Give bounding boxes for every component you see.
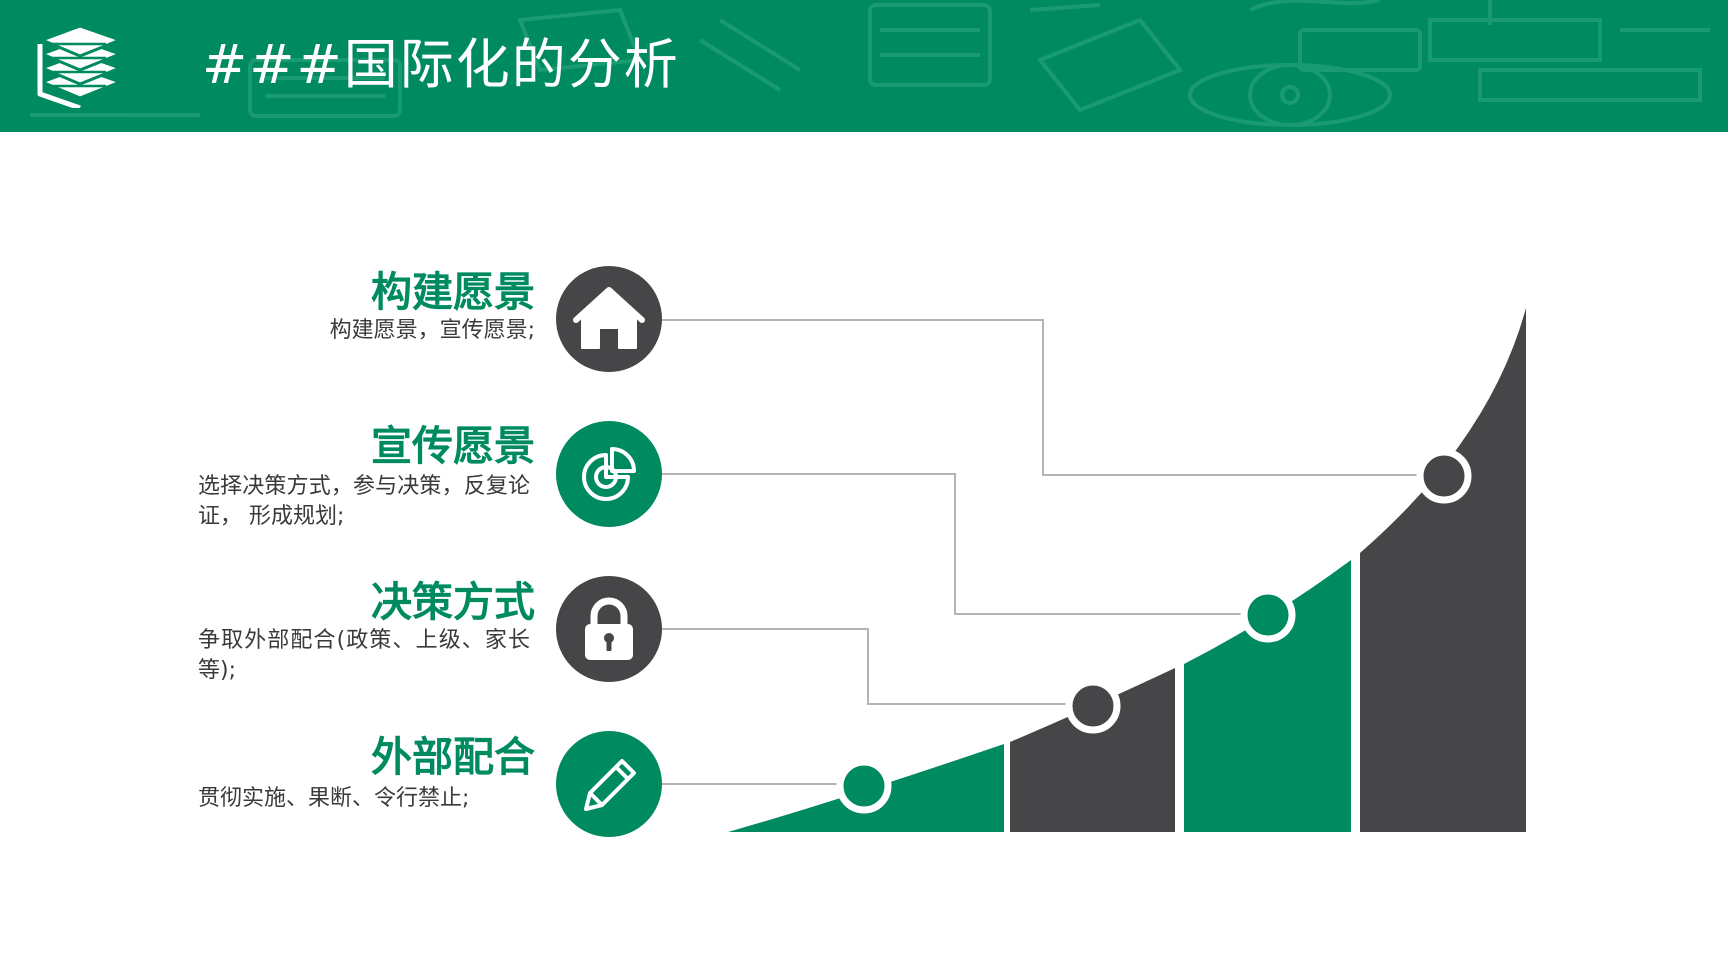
connector-line-3 — [661, 628, 1093, 705]
home-icon — [573, 287, 645, 349]
step-title-2: 宣传愿景 — [371, 422, 535, 470]
step-title-1: 构建愿景 — [371, 268, 535, 316]
pie-chart-icon — [582, 447, 636, 501]
stair-segment-4 — [1360, 308, 1526, 832]
step-description-1: 构建愿景，宣传愿景; — [329, 318, 535, 343]
step-title-3: 决策方式 — [371, 578, 535, 626]
milestone-dot-4 — [1416, 448, 1472, 504]
milestone-dot-3 — [1240, 587, 1296, 643]
connector-line-2 — [661, 473, 1268, 615]
stair-segment-1 — [728, 744, 1004, 832]
step-icon-1 — [556, 266, 662, 372]
lock-icon — [585, 597, 633, 660]
step-icon-2 — [556, 421, 662, 527]
step-description-2: 选择决策方式，参与决策，反复论证， 形成规划; — [198, 474, 530, 529]
stair-segment-3 — [1184, 560, 1351, 832]
step-icon-4 — [556, 731, 662, 837]
step-description-4: 贯彻实施、果断、令行禁止; — [198, 786, 470, 811]
header-band: ###国际化的分析 — [0, 0, 1728, 132]
stacked-books-icon — [37, 24, 122, 108]
page-title: ###国际化的分析 — [202, 33, 680, 96]
milestone-dot-2 — [1065, 678, 1121, 734]
step-description-3: 争取外部配合(政策、上级、家长等); — [198, 628, 530, 683]
milestone-dot-1 — [836, 758, 892, 814]
education-pattern-background — [30, 0, 1710, 127]
step-icon-3 — [556, 576, 662, 682]
pencil-icon — [584, 759, 636, 811]
connector-line-1 — [661, 319, 1444, 476]
step-title-4: 外部配合 — [371, 733, 535, 781]
stair-segment-2 — [1010, 668, 1175, 832]
